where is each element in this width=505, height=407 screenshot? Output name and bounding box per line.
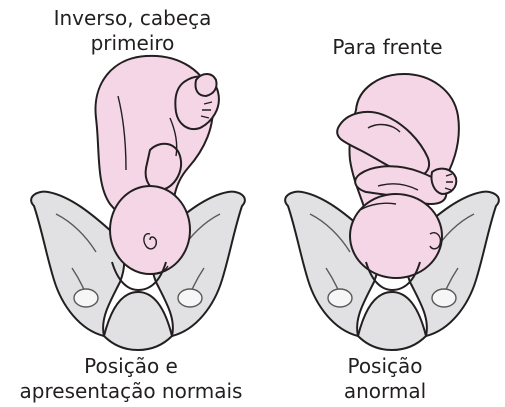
- baby-right: [337, 74, 459, 278]
- pelvis-left-wing-left: [31, 192, 124, 336]
- pelvis-left-pubis: [104, 292, 172, 350]
- baby-left-head: [110, 186, 190, 274]
- pelvis-right-pubis: [358, 292, 426, 350]
- label-abnormal-position: Posição anormal: [310, 354, 460, 404]
- baby-right-head: [350, 194, 442, 278]
- label-normal-position: Posição e apresentação normais: [0, 354, 262, 404]
- baby-left-foot: [195, 74, 216, 96]
